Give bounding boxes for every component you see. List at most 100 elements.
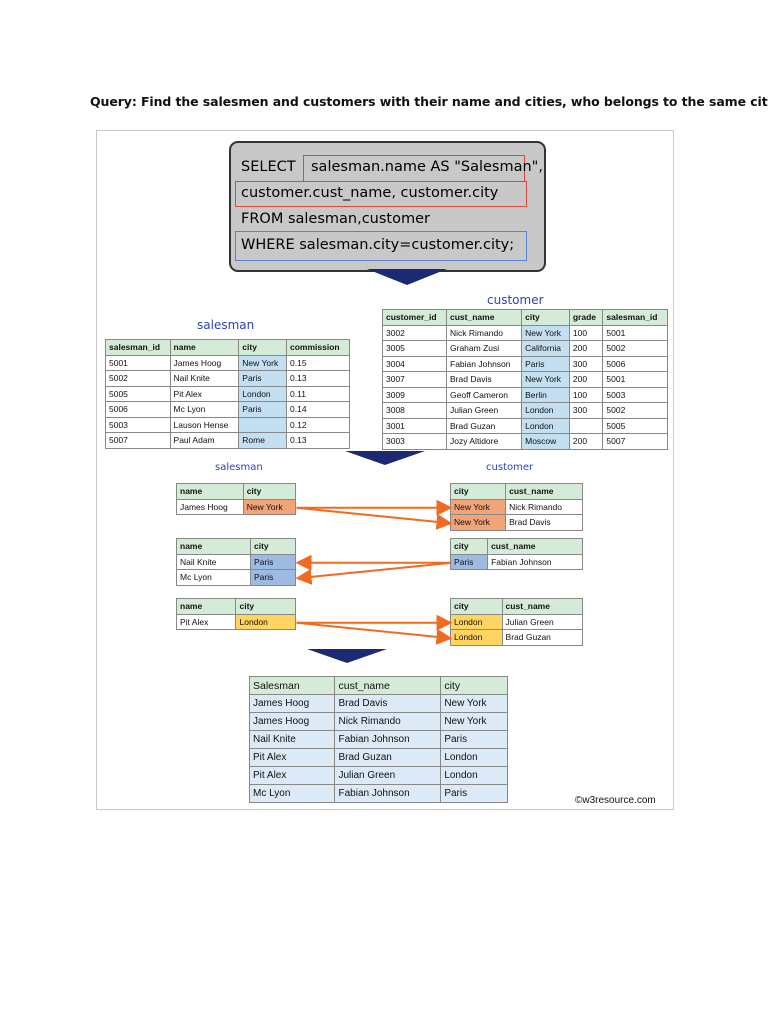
table-cell: 200 (568, 433, 604, 450)
column-header: city (521, 309, 570, 326)
table-cell: London (235, 613, 296, 630)
match-customer-caption: customer (486, 462, 534, 473)
table-cell: Paris (250, 553, 296, 570)
column-header: city (250, 538, 296, 555)
column-header: city (238, 339, 288, 356)
column-header: city (242, 483, 297, 500)
select-columns-highlight (303, 155, 525, 182)
column-header: cust_name (501, 598, 584, 615)
table-cell: Moscow (521, 433, 570, 450)
column-header: Salesman (248, 676, 336, 695)
table-cell: London (440, 766, 508, 785)
column-header: city (440, 676, 508, 695)
table-cell: London (440, 748, 508, 767)
table-cell: Paris (238, 401, 288, 418)
table-cell: Fabian Johnson (487, 553, 583, 570)
table-cell: Paul Adam (169, 432, 240, 449)
sql-join-figure: SELECT salesman.name AS "Salesman", cust… (96, 130, 674, 810)
customer-table-caption: customer (487, 293, 544, 307)
sql-where-clause: WHERE salesman.city=customer.city; (241, 237, 515, 253)
table-cell: Paris (238, 370, 288, 387)
table-cell: Nail Knite (169, 370, 240, 387)
table-cell: 5007 (105, 432, 171, 449)
table-cell: New York (449, 514, 507, 531)
table-cell: Mc Lyon (176, 569, 251, 586)
table-cell: Pit Alex (175, 613, 237, 630)
table-cell: Brad Guzan (501, 629, 584, 646)
table-cell: Pit Alex (248, 766, 336, 785)
column-header: name (175, 598, 237, 615)
sql-query-box: SELECT salesman.name AS "Salesman", cust… (229, 141, 546, 272)
table-cell: Paris (250, 569, 296, 586)
table-cell: James Hoog (248, 694, 336, 713)
copyright-notice: ©w3resource.com (575, 795, 656, 806)
table-cell: Brad Guzan (334, 748, 442, 767)
table-cell: California (521, 340, 570, 357)
table-cell: Nail Knite (248, 730, 336, 749)
select-columns-highlight-2 (235, 181, 527, 207)
table-cell: 5007 (602, 433, 668, 450)
sql-select-columns: salesman.name AS "Salesman", (311, 159, 543, 175)
table-cell: New York (440, 694, 508, 713)
table-cell: 0.13 (286, 432, 350, 449)
match-arrows (295, 499, 453, 645)
salesman-table-caption: salesman (197, 318, 255, 332)
table-cell: Julian Green (334, 766, 442, 785)
column-header: cust_name (505, 483, 583, 500)
table-cell: Fabian Johnson (334, 784, 442, 803)
table-cell: Paris (449, 553, 489, 570)
sql-from-clause: FROM salesman,customer (241, 211, 430, 227)
table-cell: Berlin (521, 386, 570, 403)
table-cell: Paris (440, 730, 508, 749)
column-header: cust_name (487, 538, 583, 555)
where-clause-highlight (235, 231, 527, 261)
column-header: name (169, 339, 240, 356)
match-arrow (295, 561, 452, 585)
query-heading: Query: Find the salesmen and customers w… (90, 94, 768, 109)
table-cell: Brad Davis (334, 694, 442, 713)
table-cell: New York (242, 498, 297, 515)
down-arrow-icon (307, 649, 387, 663)
table-cell: Fabian Johnson (334, 730, 442, 749)
table-cell: Rome (238, 432, 288, 449)
table-cell: James Hoog (248, 712, 336, 731)
down-arrow-icon (367, 269, 447, 285)
table-cell: Jozy Altidore (446, 433, 523, 450)
down-arrow-icon (345, 451, 425, 465)
column-header: salesman_id (105, 339, 171, 356)
column-header: city (450, 598, 503, 615)
table-cell: Pit Alex (248, 748, 336, 767)
column-header: commission (286, 339, 350, 356)
sql-select-keyword: SELECT (241, 159, 296, 175)
table-cell: London (521, 417, 570, 434)
table-cell: Nick Rimando (334, 712, 442, 731)
table-cell: Mc Lyon (248, 784, 336, 803)
table-cell: New York (440, 712, 508, 731)
